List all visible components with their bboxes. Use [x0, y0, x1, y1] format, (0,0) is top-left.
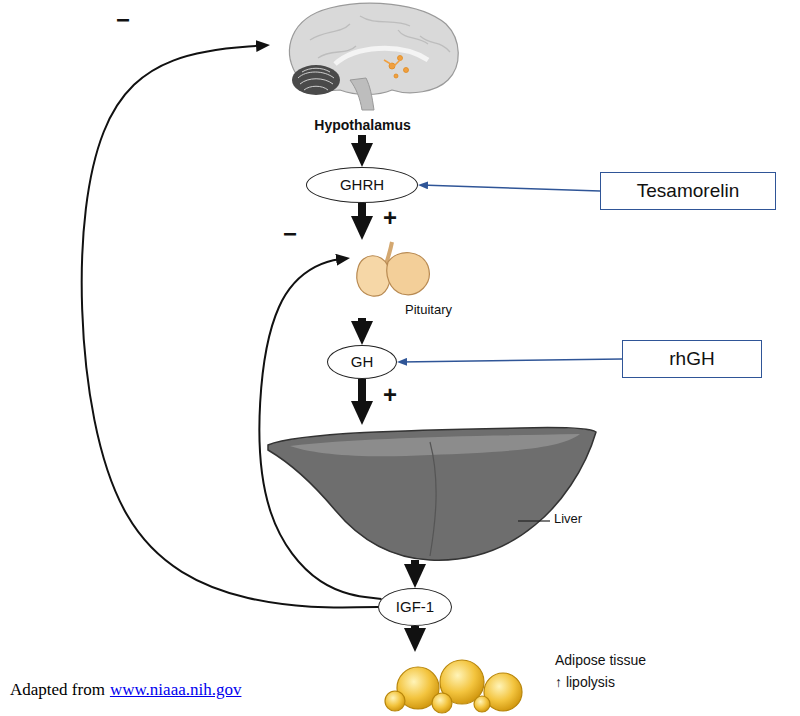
drug-box: rhGH: [622, 340, 762, 378]
pituitary-illustration-part: [357, 256, 390, 296]
sign-label: −: [283, 220, 297, 248]
brain-illustration-part-part: [404, 68, 409, 73]
brain-illustration-part: [384, 56, 409, 79]
brain-illustration-part: [335, 48, 428, 64]
node-text: rhGH: [669, 348, 714, 370]
pathway-arrow: [411, 560, 419, 574]
drug-action-arrow: [400, 359, 622, 362]
hormone-ellipse: IGF-1: [378, 588, 452, 626]
liver-node: Liver: [262, 425, 597, 560]
brain-illustration-part-part: [360, 16, 410, 26]
brain-illustration-part-part: [298, 72, 334, 78]
hypothalamus-node: Hypothalamus: [270, 0, 455, 135]
pituitary-node: Pituitary: [350, 240, 480, 318]
brain-illustration-part-part: [394, 74, 398, 78]
adipose-node: Adipose tissue ↑ lipolysis: [378, 652, 668, 712]
node-text: Adipose tissue: [555, 652, 646, 668]
brain-illustration-part-part: [398, 30, 428, 44]
brain-illustration-part-part: [384, 58, 402, 66]
sign-label: +: [383, 204, 397, 232]
brain-illustration-part-part: [300, 79, 333, 84]
brain-illustration-part: [310, 16, 450, 58]
node-text: Pituitary: [405, 303, 452, 318]
node-text: ↑ lipolysis: [555, 674, 615, 690]
fat-cells-illustration-part: [432, 693, 452, 713]
leader-line: [518, 520, 550, 521]
brain-illustration-part-part: [302, 68, 330, 72]
node-text: GHRH: [340, 176, 384, 193]
pathway-arrow: [358, 379, 366, 411]
pathway-arrow: [411, 626, 419, 638]
brain-illustration-part: [298, 68, 334, 90]
brain-illustration-part-part: [304, 86, 328, 90]
node-text: Tesamorelin: [637, 180, 739, 202]
fat-cells-illustration-part: [385, 691, 405, 711]
source-note: Adapted fromwww.niaaa.nih.gov: [10, 680, 241, 700]
source-link: www.niaaa.nih.gov: [110, 680, 242, 700]
brain-illustration-part-part: [420, 36, 450, 52]
fat-cells-illustration: [385, 660, 522, 713]
pathway-arrow: [358, 203, 366, 226]
drug-action-arrow: [421, 185, 600, 191]
brain-illustration-part: [290, 3, 459, 94]
liver-illustration-part: [268, 428, 596, 561]
liver-illustration: [268, 428, 596, 561]
sign-label: −: [116, 6, 130, 34]
brain-illustration: [290, 3, 459, 110]
drug-box: Tesamorelin: [600, 172, 776, 210]
source-text: Adapted from: [10, 680, 105, 700]
node-text: Liver: [554, 512, 582, 527]
liver-illustration-part: [290, 434, 580, 456]
pathway-arrow: [358, 318, 366, 331]
pituitary-illustration-part: [387, 253, 430, 295]
feedback-arrow: [259, 259, 381, 599]
brain-illustration-part: [350, 78, 374, 110]
node-text: GH: [351, 353, 374, 370]
sign-label: +: [383, 381, 397, 409]
fat-cells-illustration-part: [474, 696, 490, 712]
pathway-arrow: [358, 135, 366, 153]
brain-illustration-part: [292, 65, 340, 95]
node-text: Hypothalamus: [314, 117, 410, 133]
node-text: IGF-1: [396, 598, 434, 615]
hormone-ellipse: GH: [327, 345, 397, 379]
pituitary-illustration: [357, 242, 430, 296]
hormone-ellipse: GHRH: [306, 167, 418, 203]
brain-illustration-part-part: [310, 24, 350, 40]
liver-illustration-part: [430, 442, 436, 556]
